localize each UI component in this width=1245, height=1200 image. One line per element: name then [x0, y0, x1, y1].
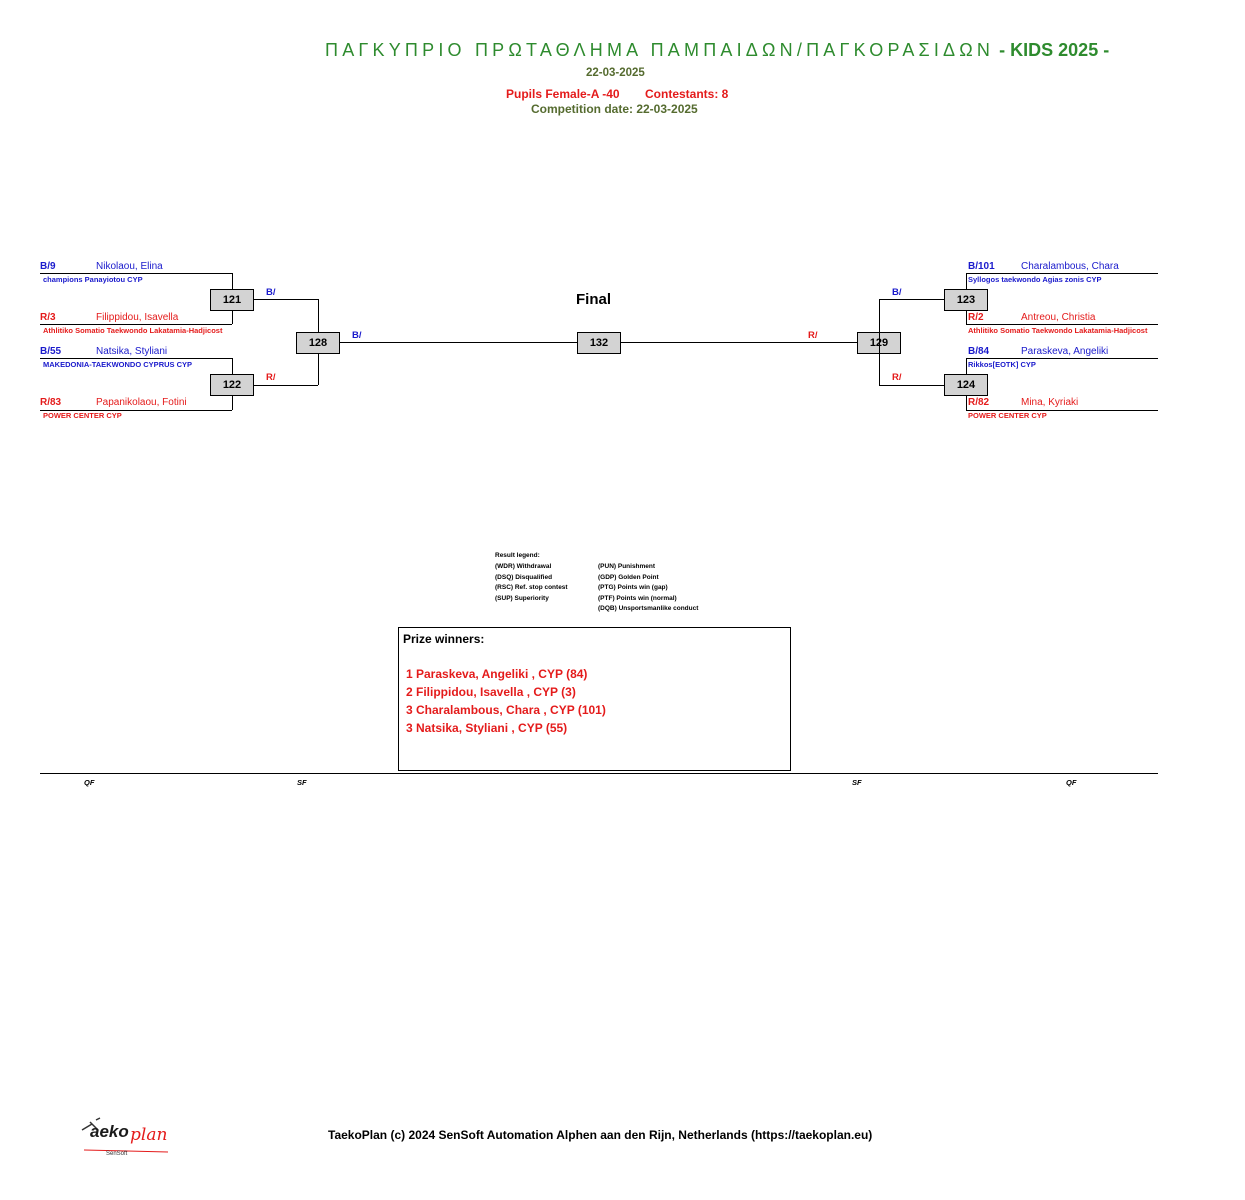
bracket-line	[621, 342, 857, 343]
bracket-line	[966, 273, 1158, 274]
logo-sub: SenSoft	[106, 1151, 128, 1157]
legend-item: (SUP) Superiority	[495, 594, 549, 602]
category-label: Pupils Female-A -40	[506, 87, 620, 101]
athlete-name: Antreou, Christia	[1021, 312, 1096, 323]
bracket-line	[966, 358, 1158, 359]
athlete-code: R/83	[40, 397, 62, 408]
legend-item: (PUN) Punishment	[598, 563, 656, 570]
logo-figure-icon	[81, 1117, 169, 1153]
athlete-name: Paraskeva, Angeliki	[1021, 346, 1109, 357]
title-suffix: - KIDS 2025 -	[999, 40, 1110, 60]
bracket-line	[966, 410, 1158, 411]
winner-label: B/	[266, 287, 276, 298]
athlete-name: Natsika, Styliani	[96, 346, 168, 357]
rounds-divider	[40, 773, 1158, 774]
legend-item: (DSQ) Disqualified	[495, 573, 553, 581]
footer-copyright: TaekoPlan (c) 2024 SenSoft Automation Al…	[328, 1128, 873, 1142]
page-title: ΠΑΓΚΥΠΡΙΟ ΠΡΩΤΑΘΛΗΜΑ ΠΑΜΠΑΙΔΩΝ/ΠΑΓΚΟΡΑΣΙ…	[325, 40, 1109, 61]
bracket-line	[40, 358, 232, 359]
legend-item: (PTG) Points win (gap)	[598, 584, 668, 591]
bracket-line	[40, 410, 232, 411]
athlete-name: Nikolaou, Elina	[96, 261, 163, 272]
round-label: SF	[852, 778, 862, 787]
athlete-club: Athlitiko Somatio Taekwondo Lakatamia-Ha…	[43, 326, 223, 335]
prize-title: Prize winners:	[403, 632, 485, 646]
legend-col2: (PUN) Punishment (GDP) Golden Point (PTG…	[598, 562, 698, 615]
round-label: QF	[1066, 778, 1077, 787]
athlete-club: MAKEDONIA-TAEKWONDO CYPRUS CYP	[43, 360, 193, 369]
round-label: QF	[84, 778, 95, 787]
logo-script: plan	[130, 1125, 168, 1145]
athlete-club: Athlitiko Somatio Taekwondo Lakatamia-Ha…	[968, 326, 1148, 335]
bracket-line	[40, 324, 232, 325]
athlete-code: B/101	[968, 261, 995, 272]
legend-item: (WDR) Withdrawal	[495, 563, 552, 570]
prize-winner: 1 Paraskeva, Angeliki , CYP (84)	[406, 667, 588, 681]
bracket-line	[879, 299, 880, 385]
athlete-club: champions Panayiotou CYP	[43, 275, 143, 284]
legend-col1: (WDR) Withdrawal (DSQ) Disqualified (RSC…	[495, 562, 568, 604]
title-greek: ΠΑΓΚΥΠΡΙΟ ΠΡΩΤΑΘΛΗΜΑ ΠΑΜΠΑΙΔΩΝ/ΠΑΓΚΟΡΑΣΙ…	[325, 40, 995, 60]
prize-winners-box: Prize winners: 1 Paraskeva, Angeliki , C…	[398, 627, 791, 771]
header-date: 22-03-2025	[586, 67, 645, 79]
athlete-code: B/55	[40, 346, 62, 357]
winner-label: R/	[892, 372, 902, 383]
match-box[interactable]: 121	[210, 289, 254, 311]
athlete-club: Syllogos taekwondo Agias zonis CYP	[968, 275, 1102, 284]
athlete-club: POWER CENTER CYP	[43, 411, 122, 420]
legend-item: (GDP) Golden Point	[598, 573, 659, 581]
athlete-name: Filippidou, Isavella	[96, 312, 179, 323]
athlete-club: Rikkos[EOTK] CYP	[968, 360, 1036, 369]
logo-text: aeko	[90, 1122, 129, 1141]
match-box[interactable]: 123	[944, 289, 988, 311]
athlete-code: R/2	[968, 312, 984, 323]
final-label: Final	[576, 291, 612, 308]
legend-item: (DQB) Unsportsmanlike conduct	[598, 605, 699, 612]
match-box[interactable]: 122	[210, 374, 254, 396]
bracket-line	[254, 385, 318, 386]
athlete-name: Papanikolaou, Fotini	[96, 397, 187, 408]
bracket-line	[40, 273, 232, 274]
bracket-line	[966, 324, 1158, 325]
legend-item: (RSC) Ref. stop contest	[495, 584, 568, 591]
athlete-club: POWER CENTER CYP	[968, 411, 1047, 420]
athlete-code: B/9	[40, 261, 56, 272]
competition-date: Competition date: 22-03-2025	[531, 102, 698, 116]
prize-winner: 3 Charalambous, Chara , CYP (101)	[406, 703, 606, 717]
athlete-code: B/84	[968, 346, 990, 357]
round-label: SF	[297, 778, 307, 787]
bracket-line	[879, 385, 944, 386]
match-box[interactable]: 124	[944, 374, 988, 396]
taekoplan-logo: aeko plan SenSoft	[78, 1116, 178, 1162]
winner-label: R/	[808, 330, 818, 341]
winner-label: B/	[352, 330, 362, 341]
athlete-name: Mina, Kyriaki	[1021, 397, 1079, 408]
bracket-line	[340, 342, 577, 343]
prize-winner: 2 Filippidou, Isavella , CYP (3)	[406, 685, 576, 699]
athlete-name: Charalambous, Chara	[1021, 261, 1119, 272]
legend-item: (PTF) Points win (normal)	[598, 594, 677, 602]
match-box[interactable]: 128	[296, 332, 340, 354]
legend-title: Result legend:	[495, 552, 540, 559]
athlete-code: R/3	[40, 312, 56, 323]
bracket-line	[879, 299, 944, 300]
winner-label: R/	[266, 372, 276, 383]
prize-winner: 3 Natsika, Styliani , CYP (55)	[406, 721, 568, 735]
final-match-box[interactable]: 132	[577, 332, 621, 354]
winner-label: B/	[892, 287, 902, 298]
athlete-code: R/82	[968, 397, 990, 408]
contestants-count: Contestants: 8	[645, 87, 729, 101]
bracket-line	[254, 299, 318, 300]
